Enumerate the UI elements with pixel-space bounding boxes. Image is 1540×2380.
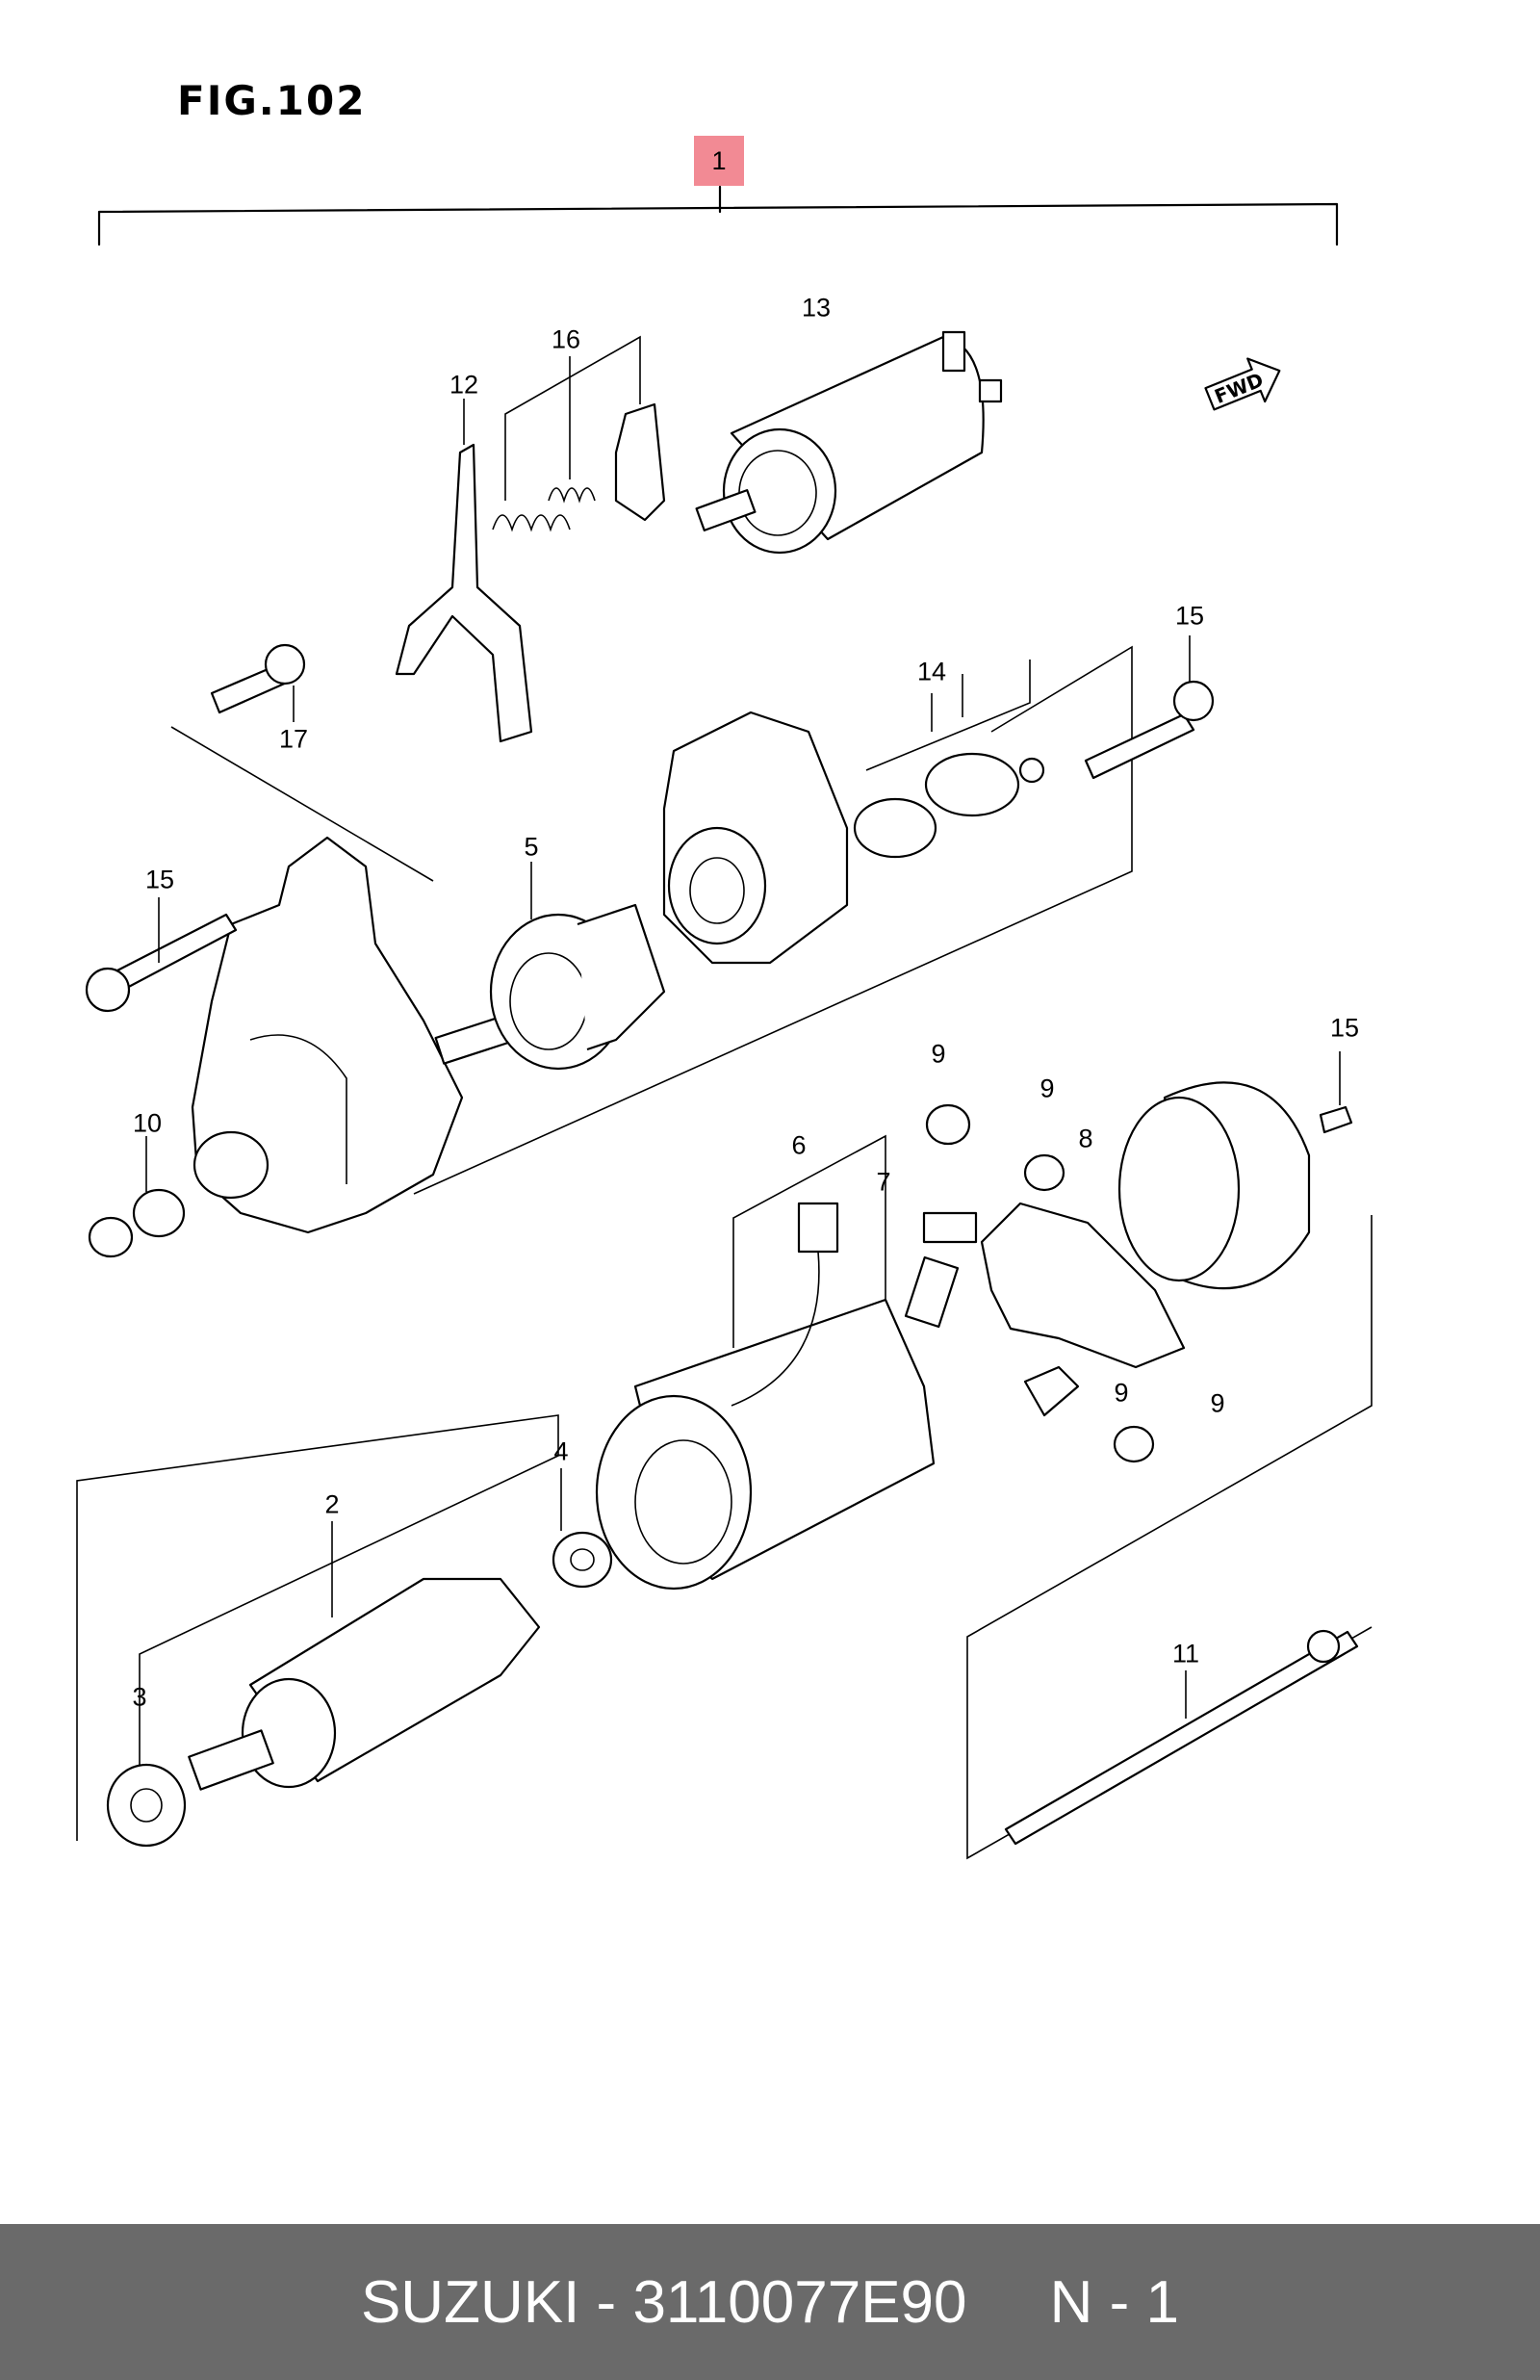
footer-gap bbox=[967, 2268, 1050, 2337]
yoke-assembly bbox=[595, 1202, 960, 1591]
callout-15-b: 15 bbox=[144, 865, 175, 894]
bushings bbox=[88, 1188, 186, 1258]
footer-qty: N - 1 bbox=[1049, 2268, 1180, 2336]
callout-9-a: 9 bbox=[931, 1039, 946, 1069]
figure-title: FIG.102 bbox=[177, 77, 367, 124]
solenoid-switch bbox=[695, 330, 1003, 555]
drive-lever bbox=[395, 443, 533, 743]
callout-13: 13 bbox=[801, 293, 832, 323]
callout-5: 5 bbox=[524, 832, 539, 862]
callout-17: 17 bbox=[278, 724, 309, 754]
callout-15-c: 15 bbox=[1329, 1013, 1360, 1043]
footer-separator-space-2 bbox=[616, 2268, 632, 2337]
bolt-15-rear bbox=[1319, 1105, 1353, 1134]
callout-10: 10 bbox=[132, 1108, 163, 1138]
brush-springs bbox=[925, 1103, 1155, 1463]
callout-12: 12 bbox=[449, 370, 479, 400]
bolt-15-left bbox=[85, 913, 238, 1013]
callout-9-d: 9 bbox=[1210, 1388, 1225, 1418]
bearing-3 bbox=[106, 1763, 187, 1848]
footer-part-number: 3110077E90 bbox=[632, 2268, 967, 2336]
callout-16: 16 bbox=[551, 324, 581, 354]
rear-cover bbox=[1117, 1081, 1311, 1290]
footer-separator-space bbox=[579, 2268, 596, 2337]
bolt-15-right bbox=[1084, 680, 1215, 780]
callout-1: 1 bbox=[694, 136, 744, 186]
callout-3: 3 bbox=[132, 1682, 147, 1712]
gear-housing bbox=[662, 711, 849, 965]
fwd-arrow: FWD bbox=[1204, 357, 1281, 411]
callout-8: 8 bbox=[1078, 1124, 1093, 1153]
callout-9-b: 9 bbox=[1040, 1074, 1055, 1103]
bolt-17 bbox=[210, 643, 306, 714]
callout-2: 2 bbox=[324, 1489, 340, 1519]
part-info-footer: SUZUKI - 3110077E90 N - 1 bbox=[0, 2224, 1540, 2380]
diagram-drawing: FWD bbox=[76, 185, 1373, 1860]
assembly-bracket bbox=[97, 202, 1339, 246]
callout-11: 11 bbox=[1171, 1639, 1200, 1669]
exploded-parts-diagram: FWD bbox=[76, 185, 1373, 1860]
callout-4: 4 bbox=[553, 1436, 569, 1466]
through-bolt bbox=[1004, 1629, 1359, 1846]
brush-holder bbox=[922, 1202, 1186, 1369]
footer-separator: - bbox=[596, 2268, 617, 2336]
callout-6: 6 bbox=[791, 1130, 807, 1160]
callout-7: 7 bbox=[876, 1167, 891, 1197]
callout-14: 14 bbox=[916, 657, 947, 686]
footer-brand: SUZUKI bbox=[360, 2268, 580, 2336]
armature bbox=[188, 1577, 541, 1791]
bearing-4 bbox=[552, 1531, 613, 1589]
gasket-set bbox=[853, 752, 1045, 859]
springs bbox=[492, 402, 666, 532]
front-housing bbox=[191, 836, 464, 1234]
pinion-clutch bbox=[434, 903, 666, 1071]
callout-9-c: 9 bbox=[1114, 1378, 1129, 1408]
callout-15-a: 15 bbox=[1174, 601, 1205, 631]
